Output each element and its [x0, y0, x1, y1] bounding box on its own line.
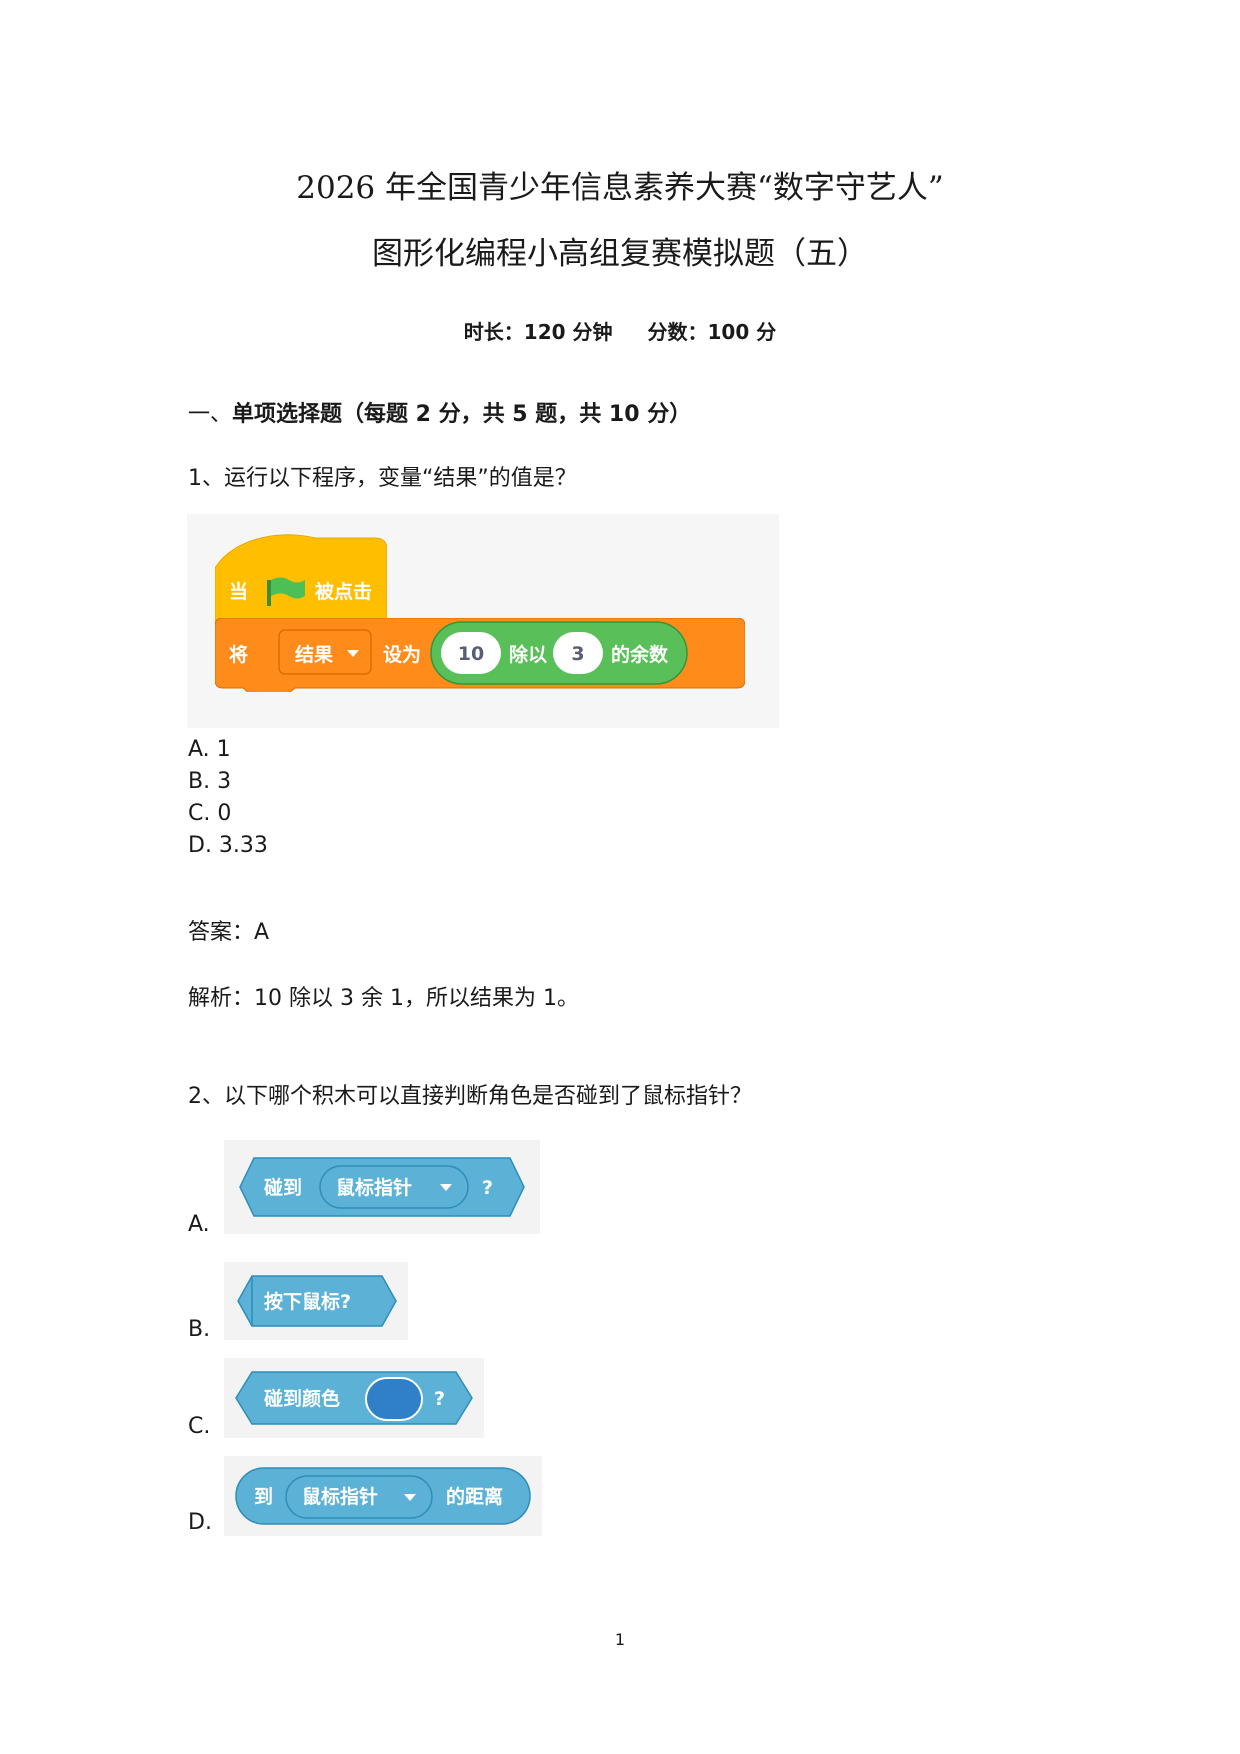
dividend-slot: [441, 632, 501, 674]
page-number: 1: [614, 1630, 626, 1649]
divide-label: 除以: [509, 643, 547, 666]
touching-label: 碰到: [264, 1176, 302, 1199]
q2-option-b-image: 按下鼠标?: [224, 1262, 408, 1340]
q2-letter-c: C.: [188, 1414, 211, 1439]
distance-dropdown: [285, 1475, 433, 1519]
variable-name: 结果: [295, 643, 333, 666]
q1-explanation: 解析：10 除以 3 余 1，所以结果为 1。: [188, 986, 579, 1011]
question-2-text: 2、以下哪个积木可以直接判断角色是否碰到了鼠标指针？: [188, 1084, 752, 1109]
hat-when-label: 当: [229, 580, 248, 603]
divisor-slot: [553, 632, 603, 674]
dividend-value: 10: [458, 643, 484, 665]
option-b: B. 3: [188, 769, 232, 794]
remainder-label: 的余数: [611, 643, 669, 666]
when-flag-clicked-block: 当 被点击: [215, 534, 387, 635]
score-text: 分数：100 分: [647, 320, 777, 344]
chevron-down-icon: [347, 650, 359, 657]
touching-suffix: ?: [482, 1177, 493, 1199]
variable-dropdown: [278, 629, 372, 675]
q2-letter-b: B.: [188, 1317, 211, 1342]
section-title: 单项选择题（每题 2 分，共 5 题，共 10 分）: [232, 402, 692, 427]
q2-letter-d: D.: [188, 1510, 212, 1535]
q1-code-image: 当 被点击 将 结果 设为 10 除以 3 的余数: [187, 514, 779, 728]
touching-color-block: 碰到颜色 ?: [235, 1371, 473, 1425]
q2-letter-a: A.: [188, 1212, 210, 1237]
exam-meta: 时长：120 分钟 分数：100 分: [0, 316, 1240, 345]
chevron-down-icon: [404, 1494, 416, 1501]
doc-title-line2: 图形化编程小高组复赛模拟题（五）: [372, 236, 868, 272]
duration-text: 时长：120 分钟: [463, 320, 613, 344]
q2-option-d-image: 到 鼠标指针 的距离: [224, 1456, 542, 1536]
touching-color-label: 碰到颜色: [264, 1387, 340, 1410]
touching-color-suffix: ?: [434, 1388, 445, 1410]
doc-title-line1: 2026 年全国青少年信息素养大赛“数字守艺人”: [296, 170, 944, 206]
q2-option-c-image: 碰到颜色 ?: [224, 1358, 484, 1438]
set-variable-block: 将 结果 设为 10 除以 3 的余数: [215, 618, 745, 692]
distance-to-label: 到: [254, 1486, 273, 1508]
hat-clicked-label: 被点击: [315, 580, 372, 603]
q2-option-a-image: 碰到 鼠标指针 ?: [224, 1140, 540, 1234]
option-c: C. 0: [188, 801, 232, 826]
divisor-value: 3: [571, 643, 584, 665]
touching-dropdown-value: 鼠标指针: [336, 1176, 412, 1199]
question-1-text: 1、运行以下程序，变量“结果”的值是？: [188, 466, 577, 491]
q1-options: A. 1 B. 3 C. 0 D. 3.33: [188, 734, 268, 862]
option-a: A. 1: [188, 737, 231, 762]
distance-suffix: 的距离: [446, 1485, 503, 1508]
chevron-down-icon: [440, 1184, 452, 1191]
set-label: 将: [229, 643, 248, 666]
mouse-down-label: 按下鼠标?: [264, 1290, 351, 1313]
distance-to-block: 到 鼠标指针 的距离: [235, 1467, 531, 1525]
touching-mouse-block: 碰到 鼠标指针 ?: [239, 1157, 525, 1217]
q1-answer: 答案：A: [188, 920, 270, 945]
touching-dropdown: [319, 1165, 469, 1209]
distance-dropdown-value: 鼠标指针: [302, 1485, 378, 1508]
color-swatch: [365, 1377, 423, 1421]
section-prefix: 一、: [188, 402, 233, 427]
mouse-down-block: 按下鼠标?: [237, 1275, 397, 1327]
option-d: D. 3.33: [188, 833, 268, 858]
set-to-label: 设为: [383, 643, 421, 666]
green-flag-icon: [267, 577, 305, 606]
section-heading: 一、单项选择题（每题 2 分，共 5 题，共 10 分）: [188, 396, 691, 428]
